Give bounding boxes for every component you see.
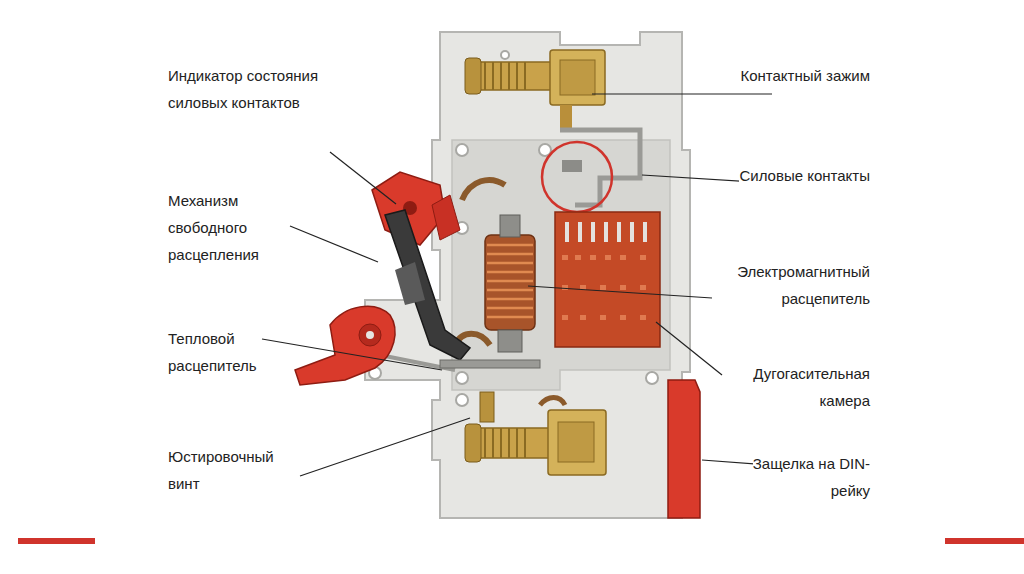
leader-line bbox=[262, 339, 442, 370]
coil bbox=[485, 215, 535, 352]
din-latch bbox=[668, 380, 700, 518]
leader-line bbox=[592, 93, 772, 94]
copper-braid bbox=[462, 180, 505, 200]
part-label: Юстировочный винт bbox=[168, 443, 293, 497]
label-text: Контактный зажим bbox=[740, 67, 870, 84]
label-text: Электромагнитный расцепитель bbox=[737, 263, 870, 307]
label-text: Индикатор состояния силовых контактов bbox=[168, 67, 318, 111]
label-text: Юстировочный винт bbox=[168, 448, 274, 492]
part-label: Механизм свободного расцепления bbox=[168, 187, 298, 268]
part-label: Защелка на DIN-рейку bbox=[730, 450, 870, 504]
leader-lines bbox=[262, 94, 772, 476]
arc-chute bbox=[555, 212, 660, 347]
bimetal-strip bbox=[440, 360, 540, 422]
accent-bar bbox=[18, 538, 95, 544]
label-text: Механизм свободного расцепления bbox=[168, 192, 259, 263]
accent-bar bbox=[945, 538, 1024, 544]
leader-line bbox=[656, 322, 722, 375]
leader-line bbox=[330, 152, 396, 204]
top-terminal bbox=[465, 50, 605, 130]
label-text: Тепловой расцепитель bbox=[168, 330, 257, 374]
label-text: Защелка на DIN-рейку bbox=[753, 455, 870, 499]
power-contacts bbox=[542, 130, 640, 212]
part-label: Контактный зажим bbox=[720, 62, 870, 89]
leader-line bbox=[290, 226, 378, 262]
part-label: Силовые контакты bbox=[720, 162, 870, 189]
part-label: Тепловой расцепитель bbox=[168, 325, 293, 379]
trip-mechanism bbox=[295, 172, 470, 385]
part-label: Дугогасительная камера bbox=[720, 360, 870, 414]
part-label: Индикатор состояния силовых контактов bbox=[168, 62, 323, 116]
label-text: Дугогасительная камера bbox=[753, 365, 870, 409]
housing bbox=[365, 32, 690, 518]
leader-line bbox=[300, 418, 470, 476]
leader-line bbox=[528, 286, 712, 298]
label-text: Силовые контакты bbox=[739, 167, 870, 184]
part-label: Электромагнитный расцепитель bbox=[680, 258, 870, 312]
